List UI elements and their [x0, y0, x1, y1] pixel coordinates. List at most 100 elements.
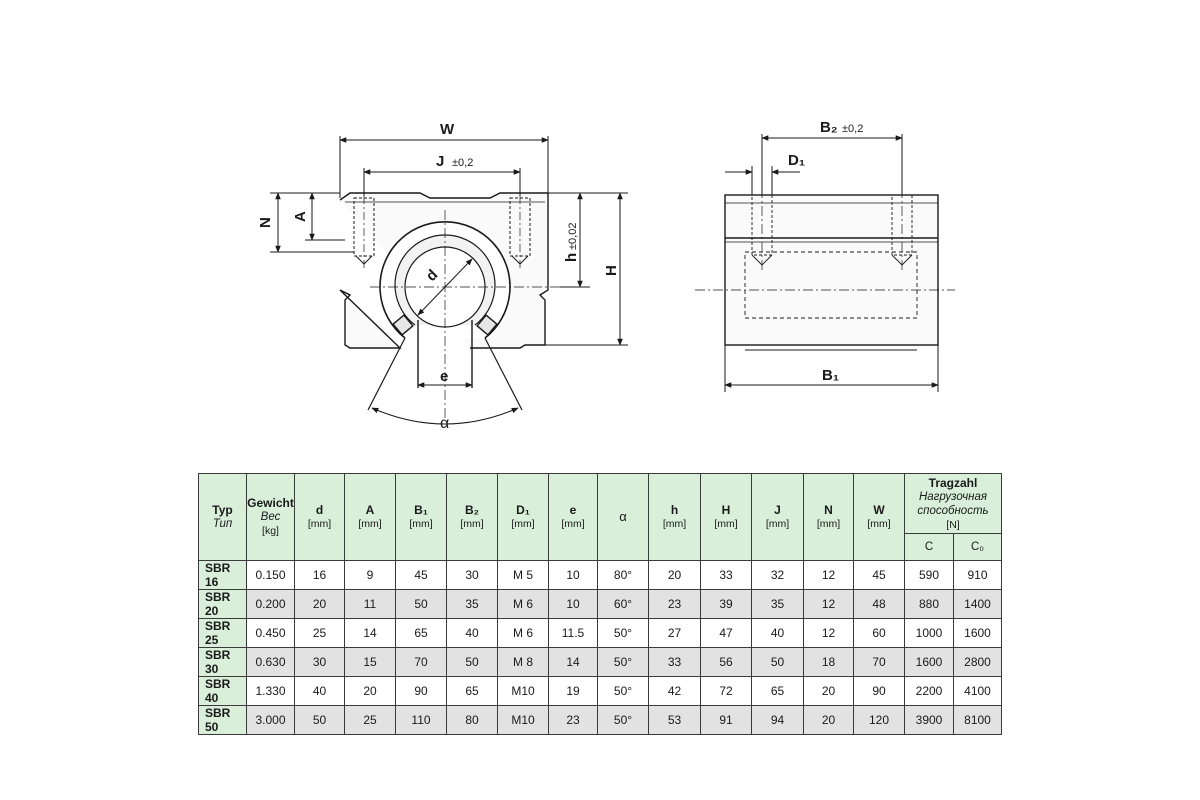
dim-label-J: J [436, 153, 444, 170]
header-load: Tragzahl Нагрузочная способность [N] [904, 473, 1002, 534]
table-cell: M10 [497, 705, 549, 735]
table-cell: 90 [853, 676, 905, 706]
header-J: J[mm] [751, 473, 804, 561]
table-cell-type: SBR 40 [198, 676, 247, 706]
header-B2: B₂[mm] [446, 473, 498, 561]
header-W: W[mm] [853, 473, 905, 561]
table-cell: 56 [700, 647, 752, 677]
table-cell: 40 [751, 618, 804, 648]
header-e: e[mm] [548, 473, 598, 561]
table-cell: 590 [904, 560, 954, 590]
table-cell: 30 [294, 647, 345, 677]
table-cell: 19 [548, 676, 598, 706]
table-cell: 35 [446, 589, 498, 619]
table-cell: 15 [344, 647, 396, 677]
header-B1: B₁[mm] [395, 473, 447, 561]
side-bore-hidden [744, 251, 918, 319]
table-cell: 60 [853, 618, 905, 648]
table-cell: 32 [751, 560, 804, 590]
table-cell: 3900 [904, 705, 954, 735]
table-cell: M 6 [497, 618, 549, 648]
table-cell-type: SBR 50 [198, 705, 247, 735]
header-alpha: α [597, 473, 649, 561]
table-cell: 30 [446, 560, 498, 590]
table-cell: 40 [446, 618, 498, 648]
table-cell: 120 [853, 705, 905, 735]
dim-label-B2: B₂ [820, 119, 838, 136]
side-view [724, 194, 939, 351]
table-cell: 50° [597, 705, 649, 735]
table-cell: 110 [395, 705, 447, 735]
dimensions-table: Typ Тип Gewicht Вес [kg] d[mm] A[mm] B₁[… [198, 473, 1002, 735]
table-cell-type: SBR 30 [198, 647, 247, 677]
table-cell: 10 [548, 589, 598, 619]
table-cell: M 8 [497, 647, 549, 677]
table-cell: 50 [751, 647, 804, 677]
table-cell: 20 [648, 560, 701, 590]
table-cell: M 5 [497, 560, 549, 590]
table-cell: 80° [597, 560, 649, 590]
table-cell: 33 [648, 647, 701, 677]
table-cell: 14 [548, 647, 598, 677]
header-load-C: C [904, 533, 954, 561]
header-weight: Gewicht Вес [kg] [246, 473, 295, 561]
header-h: h[mm] [648, 473, 701, 561]
table-cell: 1.330 [246, 676, 295, 706]
table-cell: 40 [294, 676, 345, 706]
header-d: d[mm] [294, 473, 345, 561]
table-cell: 25 [344, 705, 396, 735]
header-load-C0: C₀ [953, 533, 1002, 561]
dim-label-alpha: α [440, 415, 449, 432]
bolt-hole-right [509, 180, 531, 270]
table-cell-type: SBR 16 [198, 560, 247, 590]
table-cell: 53 [648, 705, 701, 735]
table-cell: 25 [294, 618, 345, 648]
table-cell: 12 [803, 589, 854, 619]
table-cell: 20 [803, 676, 854, 706]
table-cell: 18 [803, 647, 854, 677]
table-cell: 11 [344, 589, 396, 619]
table-cell: 45 [395, 560, 447, 590]
dim-label-H: H [603, 265, 620, 276]
table-cell: 3.000 [246, 705, 295, 735]
table-cell: 9 [344, 560, 396, 590]
table-cell: 23 [648, 589, 701, 619]
table-cell: 2800 [953, 647, 1002, 677]
table-cell: 50 [446, 647, 498, 677]
table-cell: 910 [953, 560, 1002, 590]
table-cell-type: SBR 25 [198, 618, 247, 648]
table-cell: 0.630 [246, 647, 295, 677]
table-cell: 20 [294, 589, 345, 619]
table-cell: 70 [853, 647, 905, 677]
dim-label-e: e [440, 368, 448, 385]
table-cell: 16 [294, 560, 345, 590]
dim-label-W: W [440, 121, 455, 138]
dim-label-N: N [257, 217, 274, 228]
table-cell: 0.150 [246, 560, 295, 590]
table-cell: 20 [803, 705, 854, 735]
table-cell: 70 [395, 647, 447, 677]
table-cell: 33 [700, 560, 752, 590]
table-cell: 50 [395, 589, 447, 619]
table-cell: 12 [803, 560, 854, 590]
table-cell: 45 [853, 560, 905, 590]
table-cell: 50° [597, 676, 649, 706]
table-cell: 60° [597, 589, 649, 619]
table-cell: 48 [853, 589, 905, 619]
dim-tol-B2: ±0,2 [842, 123, 863, 135]
table-cell: 42 [648, 676, 701, 706]
table-cell: 65 [395, 618, 447, 648]
table-cell: 65 [751, 676, 804, 706]
table-cell: 1000 [904, 618, 954, 648]
header-N: N[mm] [803, 473, 854, 561]
side-outline [724, 194, 939, 346]
table-cell: 880 [904, 589, 954, 619]
table-cell: 1600 [953, 618, 1002, 648]
table-cell: 65 [446, 676, 498, 706]
